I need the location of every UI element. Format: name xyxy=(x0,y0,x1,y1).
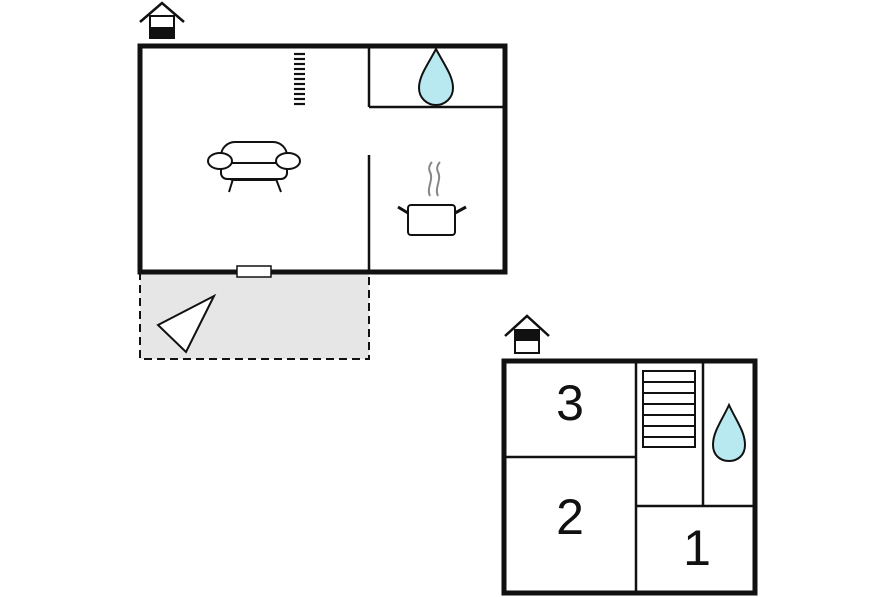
stairs-icon xyxy=(294,52,305,106)
sofa-icon xyxy=(207,141,301,193)
sun-lounger-icon xyxy=(156,293,217,354)
bathroom xyxy=(367,46,505,109)
cooking-pot-icon xyxy=(397,161,467,236)
upper-floor-walls xyxy=(501,358,758,596)
room-number-2: 2 xyxy=(556,489,584,545)
room-number-3: 3 xyxy=(556,375,584,431)
ground-floor-walls xyxy=(137,43,508,275)
stairs-icon xyxy=(642,370,696,448)
water-drop-icon xyxy=(417,46,455,107)
house-upper-floor-icon xyxy=(504,314,550,354)
room-number-1: 1 xyxy=(683,520,711,576)
upper-floor: 3 2 1 xyxy=(501,314,758,596)
water-drop-icon xyxy=(711,402,747,463)
door-icon xyxy=(236,265,272,278)
upper-floor-partitions xyxy=(504,361,755,593)
ground-floor xyxy=(137,1,508,360)
house-ground-floor-icon xyxy=(139,1,185,39)
